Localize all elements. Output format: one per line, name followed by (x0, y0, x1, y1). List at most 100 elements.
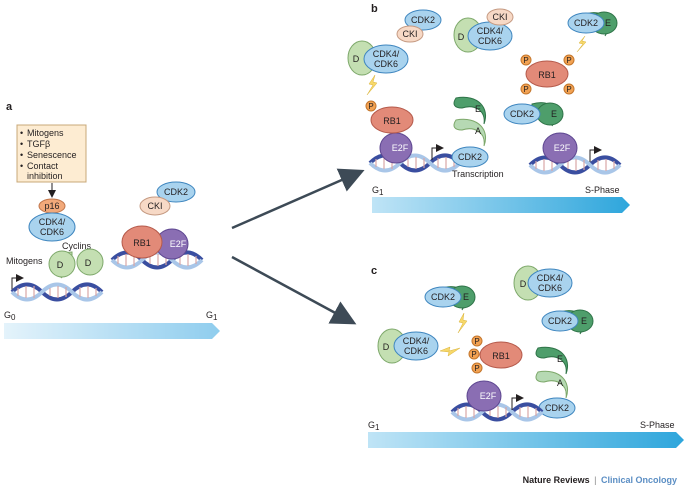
signal-contact: Contact (27, 161, 59, 171)
timeline-start-label: G1 (372, 185, 384, 197)
cdk46-protein (393, 331, 439, 361)
signal-mitogens: Mitogens (27, 128, 64, 138)
rb1-protein (121, 225, 163, 259)
phosphate-label: P (523, 85, 528, 94)
cdk2-label: CDK2 (548, 316, 572, 326)
panel-a-letter: a (6, 101, 13, 113)
phosphate-dot (365, 100, 377, 112)
cyclin-e-label: E (581, 316, 587, 326)
timeline-start-label: G0 (4, 310, 16, 322)
cdk2-label: CDK2 (164, 187, 188, 197)
panel-c: c E CDK2 D CDK4/ CDK6 E CDK2 D CDK4/ CDK… (368, 265, 684, 448)
rb1-protein (479, 341, 523, 369)
signal-inhibition: inhibition (27, 171, 63, 181)
cdk2-protein (404, 9, 442, 31)
signal-bullet-icon: • (20, 161, 23, 171)
cdk46-label-1: CDK4/ (403, 336, 430, 346)
cdk46-label-1: CDK4/ (537, 273, 564, 283)
cdk2-label: CDK2 (458, 152, 482, 162)
phosphate-label: P (523, 56, 528, 65)
timeline-start-label: G1 (368, 420, 380, 432)
dna-helix (528, 155, 622, 175)
phosphate-dot (471, 362, 483, 374)
credit-separator: | (594, 475, 597, 485)
cyclin-e-label: E (475, 104, 481, 114)
signal-bullet-icon: • (20, 128, 23, 138)
signal-bullet-icon: • (20, 150, 23, 160)
cdk2-protein (503, 103, 541, 125)
cdk2-label: CDK2 (510, 109, 534, 119)
rb1-protein (525, 60, 569, 88)
timeline-end-label: S-Phase (585, 185, 620, 195)
rb1-protein (370, 106, 414, 134)
cdk46-label-2: CDK6 (478, 36, 502, 46)
cyclin-e-label: E (605, 18, 611, 28)
cdk46-label-1: CDK4/ (477, 26, 504, 36)
transcription-arrow-icon (589, 146, 602, 162)
panel-a: a • Mitogens • TGFβ • Senescence • Conta… (4, 101, 220, 339)
transcription-arrow-icon (511, 394, 524, 410)
cdk46-protein (28, 212, 76, 242)
e2f-protein (542, 132, 578, 164)
cki-label: CKI (147, 201, 162, 211)
phosphate-label: P (566, 56, 571, 65)
timeline-g0-g1 (4, 323, 220, 339)
cyclin-a-crescent (535, 370, 568, 399)
dna-helix (110, 250, 204, 270)
transcription-arrow-icon (431, 144, 444, 160)
cyclin-d-shape (48, 250, 76, 278)
timeline-end-label: G1 (206, 310, 218, 322)
rb1-label: RB1 (383, 116, 401, 126)
timeline-g1-s (368, 432, 684, 448)
cdk46-label-1: CDK4/ (373, 49, 400, 59)
cyclins-label: Cyclins (62, 241, 92, 251)
cyclin-e-crescent (535, 346, 568, 375)
transcription-arrow-icon (11, 274, 24, 290)
cdk2-label: CDK2 (545, 403, 569, 413)
cyclin-d-label: D (353, 54, 360, 64)
phosphate-label: P (566, 85, 571, 94)
phosphate-label: P (471, 350, 476, 359)
phosphate-dot (520, 54, 532, 66)
phosphate-dot (468, 348, 480, 360)
cdk46-protein (527, 268, 573, 298)
phosphorylation-bolt-icon (439, 346, 461, 357)
phosphate-dot (563, 83, 575, 95)
cdk46-label-2: CDK6 (404, 346, 428, 356)
phosphate-label: P (368, 102, 373, 111)
signal-tgfb: TGFβ (27, 139, 50, 149)
cyclin-d-label: D (85, 258, 92, 268)
e2f-label: E2F (554, 143, 571, 153)
phosphorylation-bolt-icon (576, 35, 587, 53)
phosphate-dot (520, 83, 532, 95)
timeline-end-label: S-Phase (640, 420, 675, 430)
phosphorylation-bolt-icon (366, 74, 378, 96)
journal-credit: Nature Reviews | Clinical Oncology (523, 475, 677, 485)
cdk2-protein (567, 12, 605, 34)
cyclin-d-shape (76, 248, 104, 276)
cki-protein (486, 8, 514, 26)
e2f-label: E2F (480, 391, 497, 401)
cyclin-d-label: D (520, 279, 527, 289)
e2f-label: E2F (170, 239, 187, 249)
cdk46-label-2: CDK6 (538, 283, 562, 293)
rb1-label: RB1 (538, 70, 556, 80)
branch-arrow-to-c (231, 255, 357, 325)
cki-label: CKI (492, 12, 507, 22)
phosphate-label: P (474, 337, 479, 346)
e2f-label: E2F (392, 143, 409, 153)
cki-protein (396, 25, 424, 43)
dna-helix (10, 282, 104, 302)
signal-list: • Mitogens • TGFβ • Senescence • Contact… (20, 128, 77, 181)
credit-brand: Nature Reviews (522, 475, 590, 485)
rb1-label: RB1 (133, 238, 151, 248)
phosphate-dot (563, 54, 575, 66)
signal-bullet-icon: • (20, 139, 23, 149)
cyclin-e-crescent (453, 96, 486, 125)
cyclin-d-label: D (458, 32, 465, 42)
p16-label: p16 (44, 201, 59, 211)
cdk46-label-2: CDK6 (40, 227, 64, 237)
signal-box (16, 124, 87, 183)
transcription-label: Transcription (452, 169, 504, 179)
